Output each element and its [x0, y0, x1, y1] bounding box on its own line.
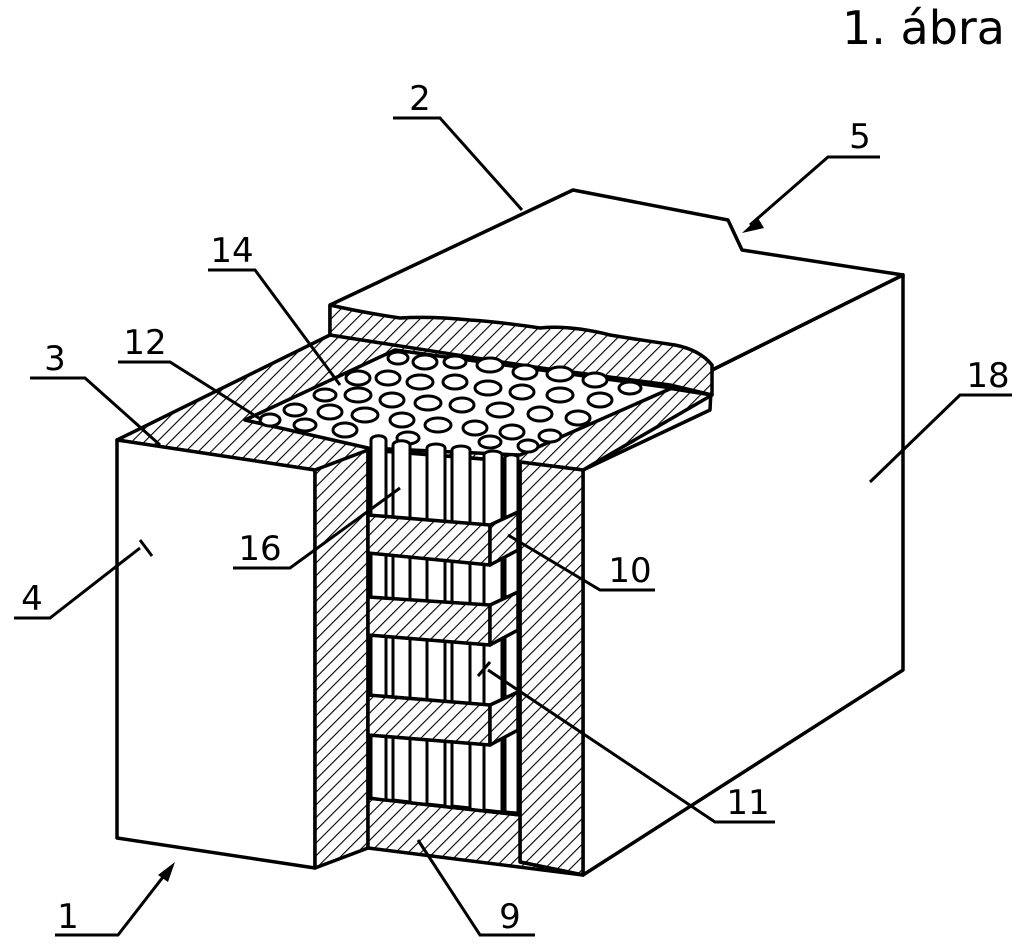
label-3: 3: [44, 339, 66, 379]
reference-labels: 1 2 3 4 5 9 10 11 12 14 16 18: [21, 79, 1009, 937]
label-11: 11: [726, 783, 769, 823]
label-1: 1: [57, 897, 79, 937]
label-5: 5: [849, 117, 871, 157]
label-4: 4: [21, 579, 43, 619]
label-18: 18: [966, 356, 1009, 396]
label-10: 10: [608, 551, 651, 591]
figure-title: 1. ábra: [842, 1, 1005, 55]
left-front-face: [115, 438, 317, 870]
hatched-back-wall: [328, 303, 714, 397]
hatched-right-wall: [518, 460, 585, 877]
label-2: 2: [409, 79, 431, 119]
spacer-bars: [366, 510, 520, 747]
hatched-left-wall: [313, 448, 370, 870]
label-16: 16: [238, 529, 281, 569]
label-14: 14: [210, 231, 253, 271]
label-12: 12: [123, 323, 166, 363]
label-9: 9: [499, 897, 521, 937]
plate-holes: [258, 350, 643, 454]
leader-lines: [14, 116, 1012, 937]
